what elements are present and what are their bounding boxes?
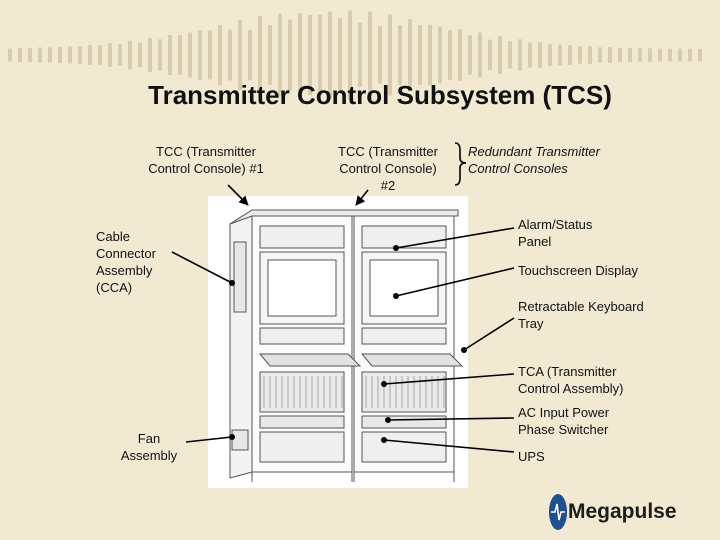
cca-vent (233, 241, 247, 313)
redundant-label-line2: Control Consoles (468, 161, 568, 176)
tcc1-label-line1: TCC (Transmitter (156, 144, 256, 159)
redundant-label: Redundant Transmitter Control Consoles (468, 143, 638, 177)
megapulse-logo-text: Megapulse (568, 500, 677, 523)
tca-label-line1: TCA (Transmitter (518, 364, 617, 379)
tcc1-label-line2: Control Console) #1 (148, 161, 264, 176)
fan-label-line1: Fan (137, 431, 161, 446)
cca-label-line3: Assembly (96, 263, 153, 278)
tcc2-label: TCC (Transmitter Control Console) #2 (318, 143, 458, 194)
keyboard-label: Retractable Keyboard Tray (518, 298, 708, 332)
ac-label-line1: AC Input Power (518, 405, 610, 420)
tca-label-line2: Control Assembly) (518, 381, 624, 396)
keyboard-leader (463, 317, 515, 351)
ups-1 (259, 431, 345, 463)
alarm-label-line1: Alarm/Status (518, 217, 593, 232)
megapulse-logo-icon (549, 494, 567, 530)
keyboard-tray-1 (258, 353, 362, 367)
ac-label-line2: Phase Switcher (518, 422, 609, 437)
tca-label: TCA (Transmitter Control Assembly) (518, 363, 708, 397)
keyboard-tray-2 (360, 353, 464, 367)
tcc2-label-line2: Control Console) (339, 161, 437, 176)
tca-2 (361, 371, 447, 413)
keyboard-label-line2: Tray (518, 316, 544, 331)
ac-switcher-2 (361, 415, 447, 429)
alarm-panel-1 (259, 225, 345, 249)
tcc2-label-line1: TCC (Transmitter (338, 144, 438, 159)
keyboard-label-line1: Retractable Keyboard (518, 299, 644, 314)
cabinet-top (229, 209, 459, 225)
alarm-label: Alarm/Status Panel (518, 216, 708, 250)
touchscreen-label: Touchscreen Display (518, 263, 638, 278)
fan-label-line2: Assembly (120, 448, 178, 463)
cabinet-drawing (229, 209, 464, 482)
fan-vent (231, 429, 249, 451)
tca-1 (259, 371, 345, 413)
blank-panel-1 (259, 327, 345, 345)
equipment-illustration (208, 196, 468, 488)
ac-label: AC Input Power Phase Switcher (518, 404, 708, 438)
touchscreen-1-glass (267, 259, 337, 317)
ac-switcher-1 (259, 415, 345, 429)
tcc2-label-line3: #2 (380, 178, 396, 193)
cca-label-line2: Connector (96, 246, 156, 261)
fan-label: Fan Assembly (106, 430, 192, 464)
ups-2 (361, 431, 447, 463)
ups-label: UPS (518, 449, 545, 464)
touchscreen-2-glass (369, 259, 439, 317)
alarm-panel-2 (361, 225, 447, 249)
redundant-label-line1: Redundant Transmitter (468, 144, 600, 159)
background-waveform (8, 10, 702, 100)
cca-label-line1: Cable (96, 229, 130, 244)
cca-label: Cable Connector Assembly (CCA) (96, 228, 186, 296)
blank-panel-2 (361, 327, 447, 345)
tcc1-label: TCC (Transmitter Control Console) #1 (136, 143, 276, 177)
slide-title: Transmitter Control Subsystem (TCS) (148, 80, 612, 110)
alarm-label-line2: Panel (518, 234, 552, 249)
cca-label-line4: (CCA) (96, 280, 133, 295)
